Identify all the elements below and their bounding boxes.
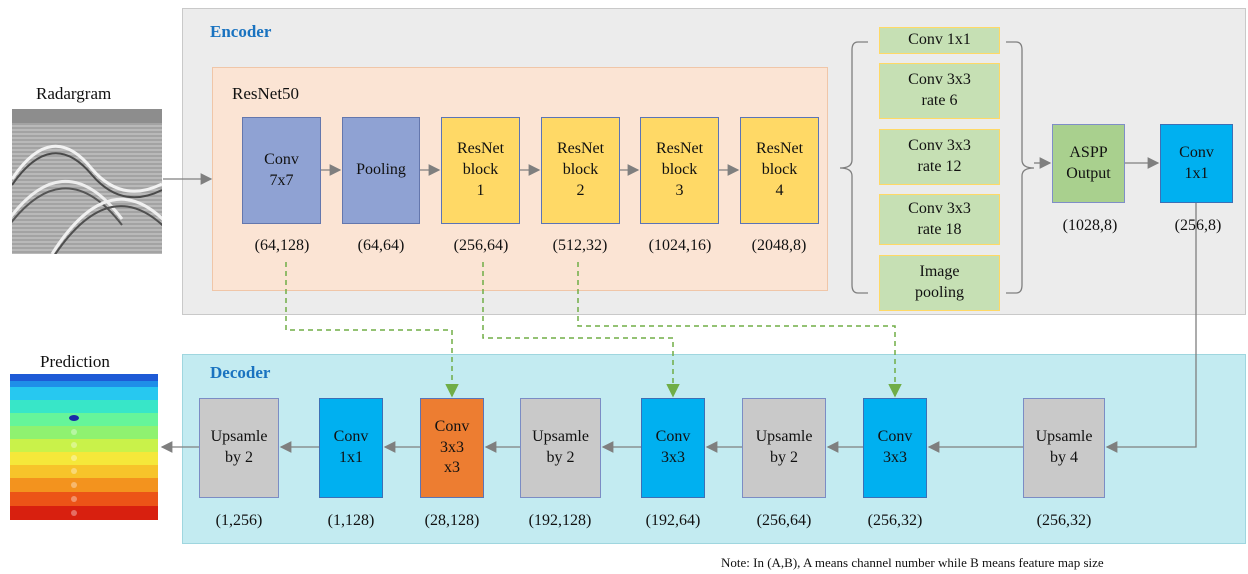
dim-upsample-by2-final: (1,256) (215, 512, 263, 529)
dim-resnet-block-1: (256,64) (453, 237, 509, 254)
resnet-block-1: ResNet block 1 (441, 117, 520, 224)
aspp-conv3x3-rate12: Conv 3x3 rate 12 (879, 129, 1000, 185)
decoder-upsample-by2-a: Upsamle by 2 (742, 398, 826, 498)
dim-decoder-conv1x1: (1,128) (327, 512, 375, 529)
prediction-label: Prediction (40, 352, 110, 371)
encoder-pooling-block: Pooling (342, 117, 420, 224)
resnet-block-4: ResNet block 4 (740, 117, 819, 224)
decoder-conv1x1: Conv 1x1 (319, 398, 383, 498)
brace-left (839, 41, 868, 294)
resnet-block-3: ResNet block 3 (640, 117, 719, 224)
dim-upsample-by2-a: (256,64) (756, 512, 812, 529)
aspp-conv1x1: Conv 1x1 (879, 27, 1000, 54)
dim-resnet-block-2: (512,32) (552, 237, 608, 254)
aspp-output-block: ASPP Output (1052, 124, 1125, 203)
dim-conv7x7: (64,128) (254, 237, 310, 254)
dim-decoder-conv3x3-b: (192,64) (645, 512, 701, 529)
aspp-image-pooling: Image pooling (879, 255, 1000, 311)
resnet50-label: ResNet50 (232, 84, 300, 103)
dim-upsample-by2-b: (192,128) (528, 512, 592, 529)
dim-upsample-by4: (256,32) (1036, 512, 1092, 529)
brace-right (1006, 41, 1035, 294)
dim-resnet-block-4: (2048,8) (751, 237, 807, 254)
dim-aspp-output: (1028,8) (1062, 217, 1118, 234)
radargram-image (0, 109, 174, 260)
dim-decoder-conv3x3-x3: (28,128) (424, 512, 480, 529)
aspp-conv3x3-rate18: Conv 3x3 rate 18 (879, 194, 1000, 245)
decoder-conv3x3-b: Conv 3x3 (641, 398, 705, 498)
decoder-conv3x3-a: Conv 3x3 (863, 398, 927, 498)
aspp-conv3x3-rate6: Conv 3x3 rate 6 (879, 63, 1000, 119)
encoder-title: Encoder (210, 22, 272, 41)
decoder-upsample-by4: Upsamle by 4 (1023, 398, 1105, 498)
dim-pooling: (64,64) (357, 237, 405, 254)
decoder-upsample-by2-b: Upsamle by 2 (520, 398, 601, 498)
encoder-conv1x1-block: Conv 1x1 (1160, 124, 1233, 203)
skip-resnet2 (577, 262, 902, 398)
decoder-title: Decoder (210, 363, 271, 382)
resnet-block-2: ResNet block 2 (541, 117, 620, 224)
radargram-label: Radargram (36, 84, 112, 103)
encoder-conv7x7-block: Conv 7x7 (242, 117, 321, 224)
skip-conv7x7 (285, 262, 459, 398)
dim-decoder-conv3x3-a: (256,32) (867, 512, 923, 529)
dim-resnet-block-3: (1024,16) (648, 237, 712, 254)
arrow-enc-to-dec (1105, 203, 1197, 453)
footnote: Note: In (A,B), A means channel number w… (721, 555, 1104, 570)
prediction-image (10, 374, 158, 520)
decoder-conv3x3-x3: Conv 3x3 x3 (420, 398, 484, 498)
dim-encoder-conv1x1: (256,8) (1174, 217, 1222, 234)
decoder-upsample-by2-final: Upsamle by 2 (199, 398, 279, 498)
skip-resnet1 (482, 262, 680, 398)
